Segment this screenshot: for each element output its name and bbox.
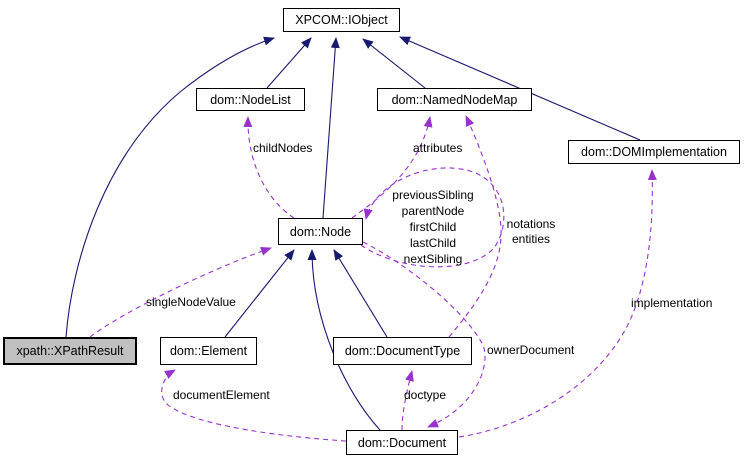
- class-node-dom-element[interactable]: dom::Element: [160, 337, 257, 365]
- edge-usage-doctype: [401, 370, 414, 431]
- edge-label-node-self-loop: previousSibling parentNode firstChild la…: [385, 187, 481, 267]
- class-node-dom-document[interactable]: dom::Document: [346, 430, 458, 455]
- edge-label-lastchild: lastChild: [409, 236, 457, 250]
- edge-label-implementation: implementation: [631, 296, 713, 310]
- edge-label-ownerdocument: ownerDocument: [487, 343, 575, 357]
- edge-label-doctype: doctype: [404, 388, 447, 402]
- edge-usage-node-self-loop: [360, 167, 505, 268]
- edge-label-attributes: attributes: [413, 141, 463, 155]
- class-node-xpath-xpathresult: xpath::XPathResult: [3, 337, 137, 365]
- class-node-dom-domimplementation[interactable]: dom::DOMImplementation: [568, 140, 740, 164]
- edge-label-firstchild: firstChild: [409, 220, 457, 234]
- edge-usage-ownerdocument: [362, 241, 486, 428]
- edge-label-nextsibling: nextSibling: [403, 252, 463, 266]
- edge-label-previoussibling: previousSibling: [392, 188, 474, 202]
- edge-inheritance-xpathresult-to-iobject: [65, 36, 275, 338]
- edge-inheritance-documenttype-to-node: [333, 249, 388, 338]
- edge-label-parentnode: parentNode: [401, 204, 465, 218]
- edge-inheritance-nodelist-to-iobject: [266, 37, 312, 89]
- edge-inheritance-node-to-iobject: [322, 37, 340, 219]
- edge-label-notations-entities: notations entities: [500, 217, 562, 247]
- edge-inheritance-element-to-node: [224, 249, 295, 338]
- edge-usage-implementation: [458, 169, 657, 438]
- edge-label-notations: notations: [506, 217, 556, 231]
- edge-inheritance-document-to-node: [307, 249, 381, 431]
- edge-usage-notations-entities: [448, 115, 502, 338]
- class-node-xpcom-iobject[interactable]: XPCOM::IObject: [283, 8, 400, 32]
- class-node-dom-nodelist[interactable]: dom::NodeList: [196, 88, 305, 111]
- edge-label-entities: entities: [511, 232, 551, 246]
- class-node-dom-documenttype[interactable]: dom::DocumentType: [333, 337, 472, 365]
- edge-label-childnodes: childNodes: [253, 141, 313, 155]
- class-node-dom-node[interactable]: dom::Node: [278, 218, 363, 245]
- edge-inheritance-namednodemap-to-iobject: [362, 38, 426, 89]
- class-node-dom-namednodemap[interactable]: dom::NamedNodeMap: [377, 88, 532, 111]
- edge-usage-childnodes: [243, 116, 295, 219]
- edge-usage-attributes: [351, 116, 433, 219]
- edge-usage-documentelement: [161, 369, 347, 442]
- edge-usage-singlenodevalue: [89, 247, 272, 338]
- edge-label-singlenodevalue: singleNodeValue: [146, 295, 236, 309]
- edge-label-documentelement: documentElement: [173, 388, 270, 402]
